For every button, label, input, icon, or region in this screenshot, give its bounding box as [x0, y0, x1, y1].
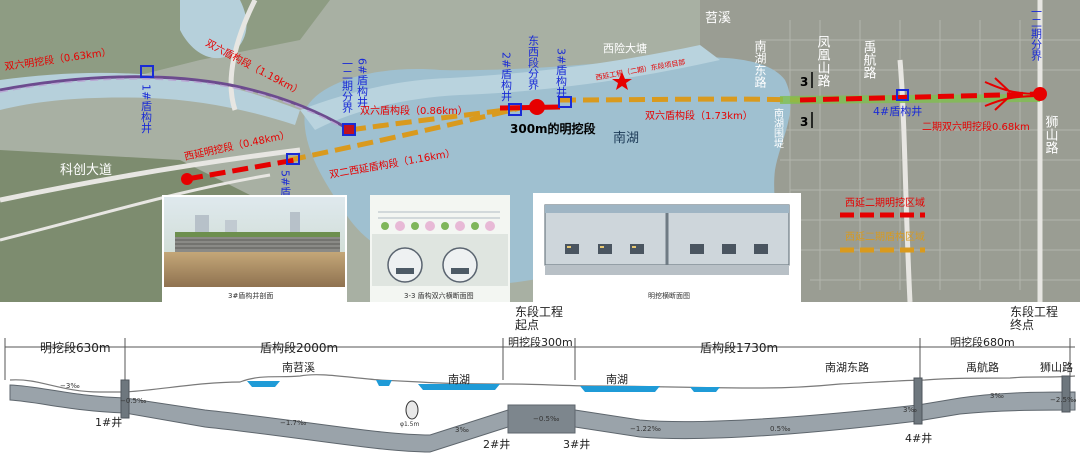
- road-minor: [0, 173, 271, 242]
- profile-shishan: 狮山路: [1040, 361, 1073, 374]
- end-label: 东段工程终点: [1010, 304, 1058, 332]
- open-cut-east: [799, 91, 1041, 103]
- route-node: [529, 99, 545, 115]
- grade-label: −0.5‰: [120, 397, 147, 405]
- dim-seg-5: 明挖段680m: [950, 335, 1015, 349]
- well-4-label: 4#井: [905, 431, 932, 445]
- shishan-road-label: 狮山路: [1043, 115, 1059, 154]
- grade-label: 3‰: [990, 392, 1004, 400]
- dim-seg-1: 明挖段630m: [40, 340, 111, 355]
- start-label: 东段工程起点: [515, 304, 563, 332]
- shaft-6-box: [342, 123, 356, 136]
- eastwest-boundary-label: 东西段分界: [527, 35, 540, 91]
- start-label-line: 起点: [515, 318, 539, 332]
- phase12-boundary-label: 一二期分界: [341, 58, 354, 114]
- dim-seg-3: 明挖段300m: [508, 335, 573, 349]
- profile-nanhu-east: 南湖东路: [825, 361, 869, 374]
- nanhu-east-road-label: 南湖东路: [753, 39, 767, 89]
- grade-labels: −0.5‰ −1.7‰ 3‰ −0.5‰ −1.22‰ 0.5‰ 3‰ −2.5…: [60, 382, 1077, 434]
- legend: 西延二期明挖区域 西延二期盾构区域: [840, 196, 925, 253]
- land-patch: [0, 0, 330, 90]
- inset1-caption: 3#盾构井剖面: [228, 291, 273, 300]
- well-1-label: 1#井: [95, 415, 122, 429]
- inset-opencut-section: 明挖横断面图: [533, 193, 801, 302]
- inset-shaft-section: 3#盾构井剖面: [162, 195, 347, 302]
- shaft-1-label: 1#盾构井: [140, 84, 153, 134]
- grade-label: −2.5‰: [1050, 396, 1077, 404]
- river: [300, 45, 720, 130]
- start-label-line: 东段工程: [515, 304, 563, 319]
- grade-label: 3‰: [903, 406, 917, 414]
- nanhu-label: 南湖: [613, 130, 639, 146]
- shaft-3-label: 3#盾构井: [555, 48, 568, 98]
- inset-shield-section: 3-3 盾构双六横断面图: [370, 195, 510, 302]
- shaft-4-label: 4#盾构井: [873, 104, 922, 118]
- profile-nanhu-b: 南湖: [606, 373, 628, 386]
- legend-shield-label: 西延二期盾构区域: [845, 230, 925, 243]
- inset3-caption: 明挖横断面图: [648, 291, 690, 300]
- nanhu-weidi-label: 南湖围堤: [772, 107, 784, 149]
- inset-soil: [164, 252, 345, 287]
- kechuang-road-label: 科创大道: [60, 163, 112, 178]
- pipe-icon: [405, 400, 419, 420]
- tiaoxi-label: 苕溪: [705, 11, 731, 26]
- grade-label: 3‰: [455, 426, 469, 434]
- existing-line: [0, 75, 351, 132]
- phase12-right-boundary-label: 一二期分界: [1030, 6, 1043, 62]
- west-river: [0, 72, 300, 125]
- route-node: [181, 173, 193, 185]
- section-tick-top: 3: [800, 75, 808, 89]
- section-tick-bottom: 3: [800, 115, 808, 129]
- segment-phase2-open: 二期双六明挖段0.68km: [922, 120, 1030, 133]
- yuhang-road-label: 禹航路: [861, 40, 877, 79]
- dim-ticks: [4, 338, 1071, 380]
- profile-area: 明挖段630m 盾构段2000m 明挖段300m 盾构段1730m 明挖段680…: [0, 302, 1080, 459]
- well-2-label: 2#井: [483, 437, 510, 451]
- tunnel-right: [442, 247, 478, 283]
- grade-label: −1.7‰: [280, 419, 307, 427]
- profile-tiaoxi: 南苕溪: [282, 361, 315, 374]
- existing-line-dash: [0, 78, 351, 133]
- segment-open-300: 300m的明挖段: [510, 121, 597, 136]
- station-block: [507, 404, 576, 434]
- dim-seg-4: 盾构段1730m: [700, 340, 778, 355]
- inset2-caption: 3-3 盾构双六横断面图: [404, 291, 474, 300]
- well-3-label: 3#井: [563, 437, 590, 451]
- grade-label: −1.22‰: [630, 425, 661, 433]
- end-label-line: 终点: [1010, 317, 1034, 332]
- star-icon: [612, 72, 632, 90]
- grade-label: −3‰: [60, 382, 80, 390]
- pond: [180, 0, 247, 59]
- end-label-line: 东段工程: [1010, 304, 1058, 319]
- segment-double6-shield-c: 双六盾构段（1.73km）: [645, 109, 753, 122]
- pipe-label: φ1.5m: [400, 421, 420, 428]
- legend-open-label: 西延二期明挖区域: [845, 196, 925, 209]
- shaft-columns: [120, 375, 1071, 425]
- map-area: 3 3 科创大道 南湖 苕溪 西险大塘 南湖东路 凤凰山路 禹航路 狮山路 南湖…: [0, 0, 1080, 303]
- profile-nanhu-a: 南湖: [448, 373, 470, 386]
- profile-yuhang: 禹航路: [966, 360, 999, 374]
- fenghuang-road-label: 凤凰山路: [815, 35, 831, 87]
- shaft-boxes: [140, 65, 909, 165]
- shaft-6-label: 6#盾构井: [356, 58, 369, 108]
- xixian-datang-label: 西险大塘: [603, 41, 647, 55]
- roads: [0, 0, 1043, 303]
- urban-texture: [760, 20, 1080, 290]
- segment-double6-shield-b: 双六盾构段（0.86km）: [360, 104, 468, 117]
- branch-lines: [994, 77, 1011, 111]
- dim-seg-2: 盾构段2000m: [260, 340, 338, 355]
- ground-line: [9, 374, 1076, 393]
- tunnel-left: [387, 247, 423, 283]
- open-cut-west: [186, 157, 296, 182]
- grade-label: 0.5‰: [770, 425, 791, 433]
- grade-label: −0.5‰: [533, 415, 560, 423]
- water-pockets: [247, 380, 720, 392]
- shaft-2-label: 2#盾构井: [500, 52, 513, 102]
